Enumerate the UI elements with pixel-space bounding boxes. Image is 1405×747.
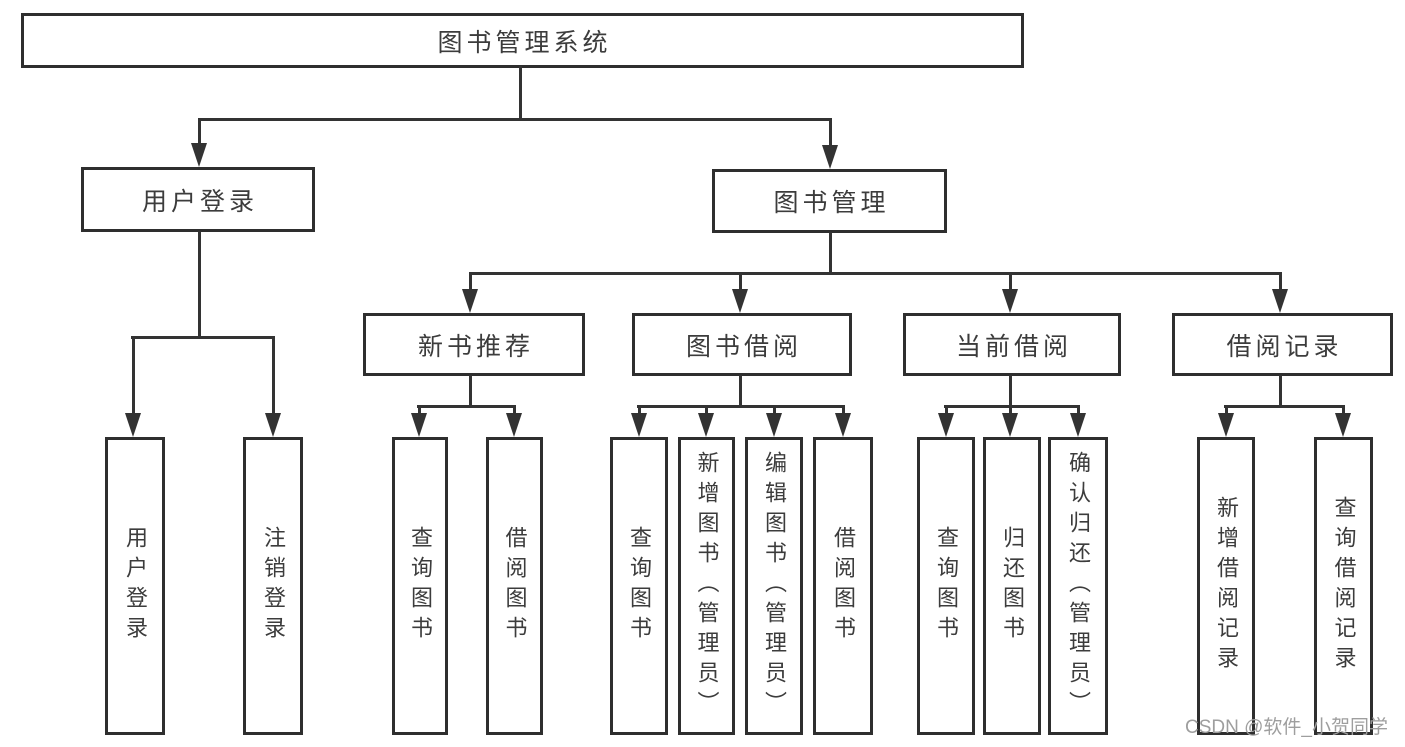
node-root: 图书管理系统 (21, 13, 1024, 68)
node-book-borrowing: 图书借阅 (632, 313, 852, 376)
node-new-book-recommend: 新书推荐 (363, 313, 585, 376)
arrow-down-icon (1002, 289, 1018, 313)
connector-line (1279, 375, 1282, 406)
leaf-br-add-record: 新增借阅记录 (1197, 437, 1255, 735)
connector-line (272, 336, 275, 415)
arrow-down-icon (766, 413, 782, 437)
leaf-cb-return-books: 归还图书 (983, 437, 1041, 735)
arrow-down-icon (835, 413, 851, 437)
leaf-user-login-label: 用户登录 (123, 526, 148, 646)
connector-line (417, 405, 516, 408)
connector-line (1009, 272, 1012, 291)
arrow-down-icon (506, 413, 522, 437)
leaf-cb-query-books-label: 查询图书 (934, 526, 959, 646)
leaf-cb-confirm-return-admin-label: 确认归还（管理员） (1066, 451, 1091, 721)
arrow-down-icon (125, 413, 141, 437)
connector-line (773, 405, 776, 415)
connector-line (1077, 405, 1080, 415)
leaf-br-query-record-label: 查询借阅记录 (1331, 496, 1357, 676)
connector-line (132, 336, 135, 415)
leaf-nb-borrow-books: 借阅图书 (486, 437, 543, 735)
connector-line (513, 405, 516, 415)
connector-line (944, 405, 1080, 408)
connector-line (739, 375, 742, 406)
arrow-down-icon (938, 413, 954, 437)
arrow-down-icon (265, 413, 281, 437)
leaf-bb-query-books: 查询图书 (610, 437, 668, 735)
node-root-label: 图书管理系统 (437, 28, 612, 57)
connector-line (418, 405, 421, 415)
arrow-down-icon (1070, 413, 1086, 437)
connector-line (469, 272, 1282, 275)
connector-line (829, 118, 832, 146)
connector-line (945, 405, 948, 415)
arrow-down-icon (1335, 413, 1351, 437)
leaf-nb-query-books: 查询图书 (392, 437, 448, 735)
csdn-watermark: CSDN @软件_小贺同学 (1185, 717, 1388, 738)
node-new-book-recommend-label: 新书推荐 (417, 332, 534, 361)
arrow-down-icon (462, 289, 478, 313)
arrow-down-icon (732, 289, 748, 313)
leaf-cb-return-books-label: 归还图书 (1000, 526, 1025, 646)
leaf-bb-borrow-books: 借阅图书 (813, 437, 873, 735)
node-book-management: 图书管理 (712, 169, 947, 233)
leaf-br-add-record-label: 新增借阅记录 (1214, 496, 1239, 676)
node-user-login: 用户登录 (81, 167, 315, 232)
node-borrowing-records: 借阅记录 (1172, 313, 1393, 376)
connector-line (638, 405, 641, 415)
connector-line (198, 118, 832, 121)
leaf-nb-query-books-label: 查询图书 (408, 526, 433, 646)
leaf-bb-add-books-admin: 新增图书（管理员） (678, 437, 735, 735)
arrow-down-icon (191, 143, 207, 167)
arrow-down-icon (698, 413, 714, 437)
arrow-down-icon (631, 413, 647, 437)
arrow-down-icon (822, 145, 838, 169)
leaf-br-query-record: 查询借阅记录 (1314, 437, 1373, 735)
node-current-borrowing: 当前借阅 (903, 313, 1121, 376)
connector-line (1009, 375, 1012, 416)
connector-line (842, 405, 845, 415)
leaf-bb-edit-books-admin-label: 编辑图书（管理员） (762, 451, 787, 721)
connector-line (519, 66, 522, 120)
arrow-down-icon (1218, 413, 1234, 437)
connector-line (1225, 405, 1228, 415)
node-book-borrowing-label: 图书借阅 (685, 332, 802, 361)
connector-line (198, 118, 201, 146)
connector-line (131, 336, 275, 339)
leaf-bb-edit-books-admin: 编辑图书（管理员） (745, 437, 803, 735)
leaf-bb-borrow-books-label: 借阅图书 (831, 526, 856, 646)
connector-line (1224, 405, 1345, 408)
node-book-management-label: 图书管理 (773, 189, 890, 217)
leaf-nb-borrow-books-label: 借阅图书 (502, 526, 528, 646)
connector-line (1342, 405, 1345, 415)
connector-line (469, 272, 472, 291)
connector-line (705, 405, 708, 415)
connector-line (739, 272, 742, 291)
connector-line (637, 405, 845, 408)
connector-line (469, 375, 472, 406)
connector-line (1279, 272, 1282, 291)
node-user-login-label: 用户登录 (141, 187, 258, 216)
connector-line (829, 232, 832, 273)
arrow-down-icon (1272, 289, 1288, 313)
connector-line (198, 231, 201, 337)
arrow-down-icon (411, 413, 427, 437)
node-current-borrowing-label: 当前借阅 (955, 332, 1072, 361)
leaf-bb-query-books-label: 查询图书 (627, 526, 652, 646)
arrow-down-icon (1002, 413, 1018, 437)
leaf-cb-query-books: 查询图书 (917, 437, 975, 735)
leaf-bb-add-books-admin-label: 新增图书（管理员） (694, 451, 720, 721)
leaf-cb-confirm-return-admin: 确认归还（管理员） (1048, 437, 1108, 735)
node-borrowing-records-label: 借阅记录 (1226, 332, 1343, 361)
leaf-user-login: 用户登录 (105, 437, 165, 735)
leaf-logout: 注销登录 (243, 437, 303, 735)
leaf-logout-label: 注销登录 (261, 526, 286, 646)
